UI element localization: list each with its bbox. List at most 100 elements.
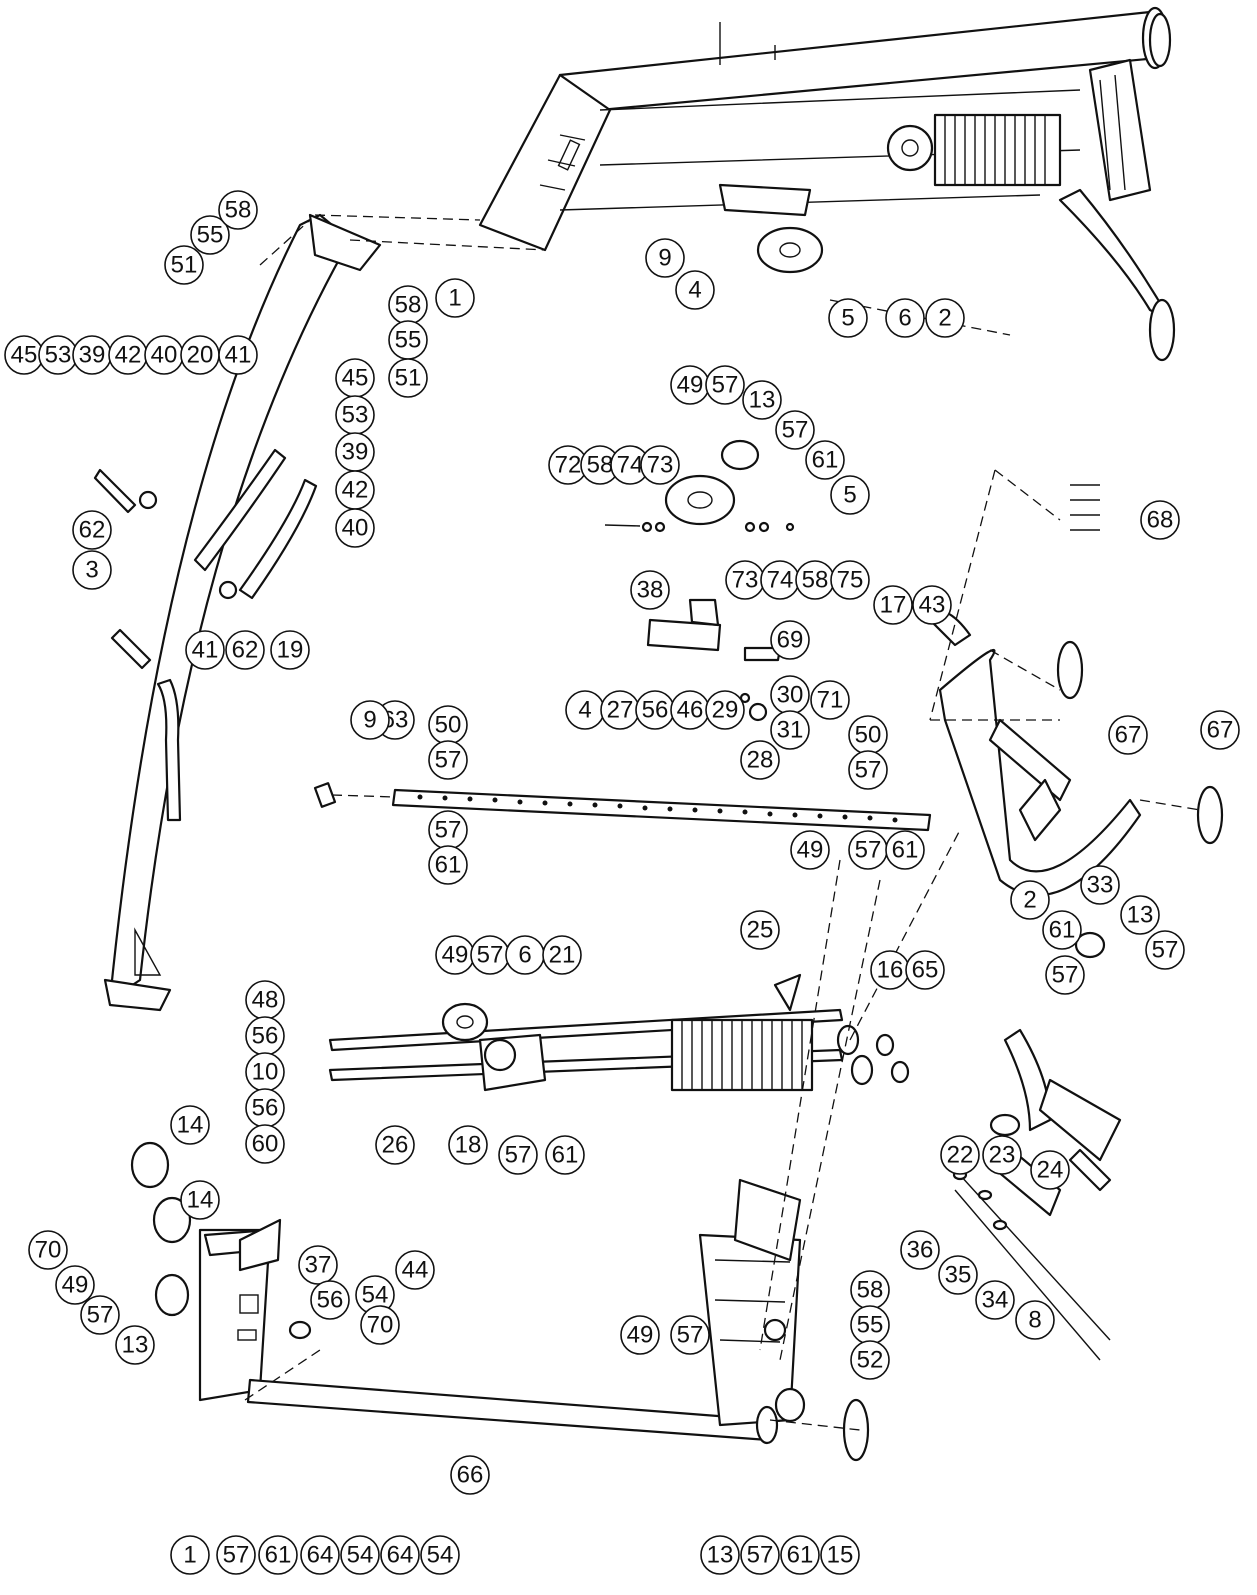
part-label: 48 xyxy=(252,987,279,1014)
part-label: 57 xyxy=(712,372,739,399)
part-label: 61 xyxy=(892,837,919,864)
part-label: 46 xyxy=(677,697,704,724)
part-label: 74 xyxy=(767,567,794,594)
part-label: 16 xyxy=(877,957,904,984)
part-label: 25 xyxy=(747,917,774,944)
part-label: 17 xyxy=(880,592,907,619)
part-label: 58 xyxy=(395,292,422,319)
part-label: 68 xyxy=(1147,507,1174,534)
part-label: 74 xyxy=(617,452,644,479)
part-label: 50 xyxy=(435,712,462,739)
part-label: 55 xyxy=(197,222,224,249)
part-label: 56 xyxy=(252,1095,279,1122)
part-label: 67 xyxy=(1115,722,1142,749)
part-label: 15 xyxy=(827,1542,854,1569)
part-label: 39 xyxy=(79,342,106,369)
part-label: 39 xyxy=(342,439,369,466)
part-label: 64 xyxy=(307,1542,334,1569)
part-label: 53 xyxy=(45,342,72,369)
part-label: 71 xyxy=(817,687,844,714)
part-label: 56 xyxy=(642,697,669,724)
part-label: 57 xyxy=(677,1322,704,1349)
part-label: 73 xyxy=(732,567,759,594)
part-label: 37 xyxy=(305,1252,332,1279)
part-label: 28 xyxy=(747,747,774,774)
part-label: 26 xyxy=(382,1132,409,1159)
part-label: 55 xyxy=(395,327,422,354)
part-label: 33 xyxy=(1087,872,1114,899)
part-label: 24 xyxy=(1037,1157,1064,1184)
part-label: 72 xyxy=(555,452,582,479)
part-label: 69 xyxy=(777,627,804,654)
part-label: 57 xyxy=(855,837,882,864)
part-label: 5 xyxy=(841,305,854,332)
part-label: 49 xyxy=(677,372,704,399)
part-label: 34 xyxy=(982,1287,1009,1314)
part-label: 62 xyxy=(232,637,259,664)
part-label: 40 xyxy=(151,342,178,369)
part-label: 45 xyxy=(11,342,38,369)
part-label: 73 xyxy=(647,452,674,479)
part-label: 35 xyxy=(945,1262,972,1289)
part-label: 56 xyxy=(252,1023,279,1050)
part-label: 45 xyxy=(342,365,369,392)
part-label: 70 xyxy=(367,1312,394,1339)
part-label: 61 xyxy=(552,1142,579,1169)
part-label: 65 xyxy=(912,957,939,984)
part-label: 18 xyxy=(455,1132,482,1159)
part-label: 62 xyxy=(79,517,106,544)
part-label: 61 xyxy=(787,1542,814,1569)
part-label: 4 xyxy=(688,277,701,304)
part-label: 57 xyxy=(223,1542,250,1569)
part-label: 20 xyxy=(187,342,214,369)
weight-stack-assembled xyxy=(933,113,1062,187)
part-label: 60 xyxy=(252,1131,279,1158)
part-label: 38 xyxy=(637,577,664,604)
part-label: 29 xyxy=(712,697,739,724)
part-label: 3 xyxy=(85,557,98,584)
part-label: 49 xyxy=(627,1322,654,1349)
part-label: 57 xyxy=(477,942,504,969)
long-arm-frame xyxy=(93,213,382,1012)
part-label: 2 xyxy=(938,305,951,332)
part-label: 19 xyxy=(277,637,304,664)
part-label: 1 xyxy=(183,1542,196,1569)
part-label: 1 xyxy=(448,285,461,312)
part-label: 14 xyxy=(187,1187,214,1214)
part-label: 58 xyxy=(225,197,252,224)
part-label: 42 xyxy=(115,342,142,369)
part-label: 70 xyxy=(35,1237,62,1264)
part-label: 49 xyxy=(442,942,469,969)
part-label: 8 xyxy=(1028,1307,1041,1334)
part-label: 67 xyxy=(1207,717,1234,744)
callout-labels: 45 53 39 42 40 20 41 51 55 58 58 55 51 4… xyxy=(4,190,1240,1575)
part-label: 23 xyxy=(989,1142,1016,1169)
mast-upright xyxy=(313,782,932,832)
weight-stack xyxy=(328,829,961,1092)
part-label: 58 xyxy=(857,1277,884,1304)
part-label: 66 xyxy=(457,1462,484,1489)
part-label: 9 xyxy=(658,245,671,272)
part-label: 13 xyxy=(122,1332,149,1359)
part-label: 42 xyxy=(342,477,369,504)
part-label: 49 xyxy=(62,1272,89,1299)
part-label: 13 xyxy=(1127,902,1154,929)
part-label: 30 xyxy=(777,682,804,709)
part-label: 54 xyxy=(362,1282,389,1309)
part-label: 9 xyxy=(363,707,376,734)
part-label: 57 xyxy=(1052,962,1079,989)
part-label: 52 xyxy=(857,1347,884,1374)
part-label: 41 xyxy=(192,637,219,664)
part-label: 57 xyxy=(855,757,882,784)
part-label: 57 xyxy=(435,817,462,844)
part-label: 55 xyxy=(857,1312,884,1339)
assembled-machine xyxy=(478,6,1176,362)
part-label: 51 xyxy=(171,252,198,279)
part-label: 22 xyxy=(947,1142,974,1169)
part-label: 54 xyxy=(347,1542,374,1569)
part-label: 57 xyxy=(747,1542,774,1569)
part-label: 57 xyxy=(505,1142,532,1169)
part-label: 75 xyxy=(837,567,864,594)
part-label: 64 xyxy=(387,1542,414,1569)
